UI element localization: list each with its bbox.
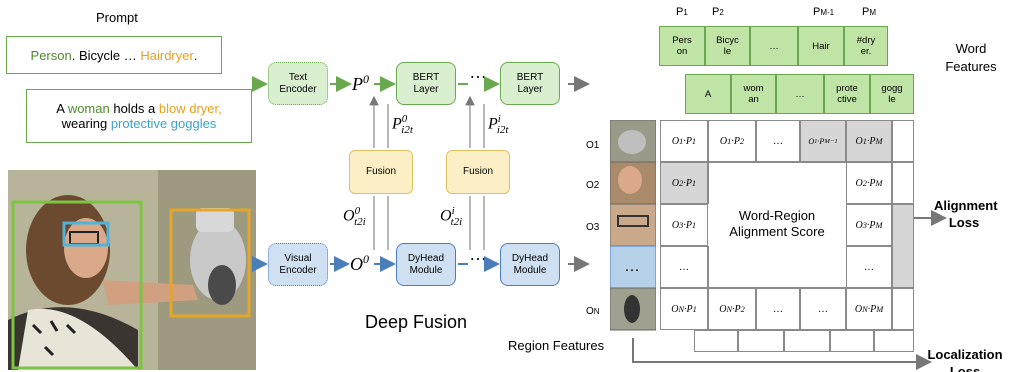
bbox-person bbox=[11, 200, 143, 370]
pm-label: PM bbox=[862, 6, 877, 18]
score-cell bbox=[694, 330, 738, 352]
localization-loss-label: Localization Loss bbox=[927, 347, 1003, 372]
visual-encoder: Visual Encoder bbox=[268, 243, 328, 286]
dyhead-module-1: DyHead Module bbox=[396, 243, 456, 286]
prompt-label: Prompt bbox=[96, 10, 138, 25]
prompt-box-categories: Person. Bicycle … Hairdryer. bbox=[6, 36, 222, 74]
pm1-label: PM-1 bbox=[813, 6, 835, 18]
bbox-hairdryer bbox=[169, 208, 251, 318]
caption-text: holds a bbox=[109, 101, 159, 116]
score-cell bbox=[892, 288, 914, 330]
ellipsis-bottom: … bbox=[469, 244, 487, 264]
region-crops bbox=[610, 120, 656, 331]
dyhead-module-2: DyHead Module bbox=[500, 243, 560, 286]
score-cell: … bbox=[756, 120, 800, 162]
bbox-goggles bbox=[62, 221, 110, 247]
bert-layer-2: BERT Layer bbox=[500, 62, 560, 105]
score-cell: … bbox=[756, 288, 800, 330]
score-cell: … bbox=[800, 288, 846, 330]
prompt-text: . Bicycle … bbox=[71, 47, 141, 63]
o-t2i-0-label: O0t2i bbox=[343, 205, 366, 228]
score-cell bbox=[892, 204, 914, 288]
fusion-block-2: Fusion bbox=[446, 150, 510, 194]
region-label-o1: O1 bbox=[586, 140, 600, 151]
region-label-o2: O2 bbox=[586, 180, 600, 191]
word-feature-cell: prote ctive bbox=[824, 74, 870, 114]
word-feature-cell: Pers on bbox=[659, 26, 705, 66]
word-feature-cell: … bbox=[776, 74, 824, 114]
word-feature-cell: A bbox=[685, 74, 731, 114]
score-cell bbox=[784, 330, 830, 352]
word-feature-cell: wom an bbox=[731, 74, 776, 114]
bert-layer-1: BERT Layer bbox=[396, 62, 456, 105]
p-i2t-0-label: P0i2t bbox=[392, 113, 413, 136]
prompt-box-caption: A woman holds a blow dryer, wearing prot… bbox=[26, 89, 252, 143]
score-cell bbox=[708, 162, 846, 204]
word-feature-cell: gogg le bbox=[870, 74, 914, 114]
fusion-block-1: Fusion bbox=[349, 150, 413, 194]
input-photo bbox=[8, 170, 256, 370]
caption-word-goggles: protective goggles bbox=[110, 116, 217, 131]
caption-word-blow-dryer: blow dryer, bbox=[158, 101, 222, 116]
score-cell bbox=[738, 330, 784, 352]
deep-fusion-label: Deep Fusion bbox=[365, 312, 468, 332]
region-features-label: Region Features bbox=[508, 338, 605, 353]
score-cell: … bbox=[846, 246, 892, 288]
word-feature-cell: Hair bbox=[798, 26, 844, 66]
prompt-word-person: Person bbox=[30, 47, 72, 63]
caption-word-woman: woman bbox=[67, 101, 110, 116]
o-t2i-i-label: Oit2i bbox=[440, 205, 463, 228]
score-cell bbox=[708, 246, 846, 288]
score-cell bbox=[892, 120, 914, 162]
word-feature-cell: #dry er. bbox=[844, 26, 888, 66]
caption-text: wearing bbox=[61, 116, 111, 131]
region-ellipsis: … bbox=[624, 258, 640, 275]
score-cell bbox=[892, 162, 914, 204]
p2-label: P2 bbox=[712, 6, 724, 18]
ellipsis-top: … bbox=[469, 62, 487, 82]
score-cell bbox=[830, 330, 874, 352]
region-label-on: ON bbox=[586, 306, 600, 317]
word-feature-cell: … bbox=[750, 26, 798, 66]
p1-label: P1 bbox=[676, 6, 688, 18]
p0-label: P0 bbox=[352, 72, 369, 94]
o0-label: O0 bbox=[350, 252, 369, 274]
region-label-o3: O3 bbox=[586, 222, 600, 233]
score-cell: … bbox=[660, 246, 708, 288]
alignment-loss-label: Alignment Loss bbox=[934, 198, 998, 230]
prompt-word-hairdryer: Hairdryer bbox=[140, 47, 194, 63]
caption-text: A bbox=[56, 101, 68, 116]
prompt-text-end: . bbox=[193, 47, 198, 63]
p-i2t-i-label: Pii2t bbox=[488, 113, 509, 136]
alignment-score-label: Word-Region Alignment Score bbox=[716, 208, 838, 240]
score-cell bbox=[874, 330, 914, 352]
word-feature-cell: Bicyc le bbox=[705, 26, 750, 66]
word-features-label: Word Features bbox=[945, 41, 997, 74]
text-encoder: Text Encoder bbox=[268, 62, 328, 105]
